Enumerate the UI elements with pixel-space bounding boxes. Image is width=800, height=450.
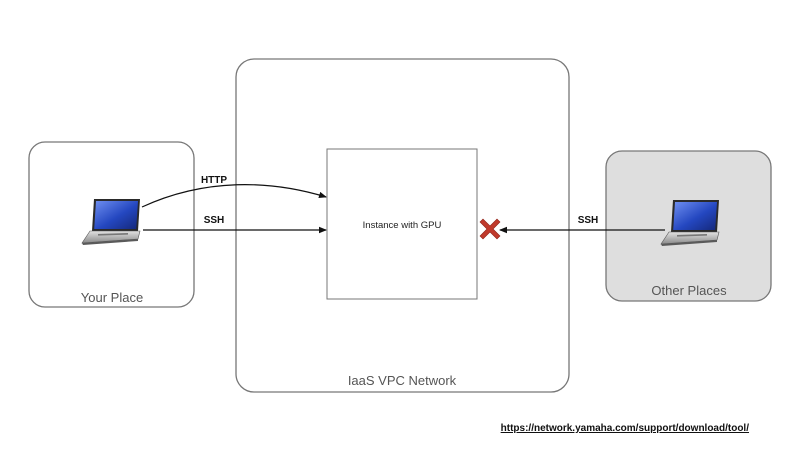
ssh-other-edge: SSH — [499, 215, 665, 234]
instance-label: Instance with GPU — [363, 220, 442, 231]
source-url[interactable]: https://network.yamaha.com/support/downl… — [501, 423, 750, 434]
blocked-x-icon — [479, 218, 501, 240]
vpc-network-label: IaaS VPC Network — [348, 373, 457, 388]
your-place-label: Your Place — [81, 290, 143, 305]
laptop-icon — [660, 200, 720, 246]
http-edge: HTTP — [141, 175, 327, 208]
laptop-icon — [81, 199, 141, 245]
ssh-your-label: SSH — [204, 215, 225, 226]
http-arrow — [141, 184, 327, 208]
your-place-node: Your Place — [28, 141, 195, 308]
http-label: HTTP — [201, 175, 227, 186]
instance-box — [326, 148, 478, 300]
ssh-your-edge: SSH — [143, 215, 327, 234]
ssh-other-label: SSH — [578, 215, 599, 226]
other-places-node: Other Places — [605, 150, 772, 302]
other-places-label: Other Places — [651, 283, 727, 298]
instance-node: Instance with GPU — [326, 148, 478, 300]
